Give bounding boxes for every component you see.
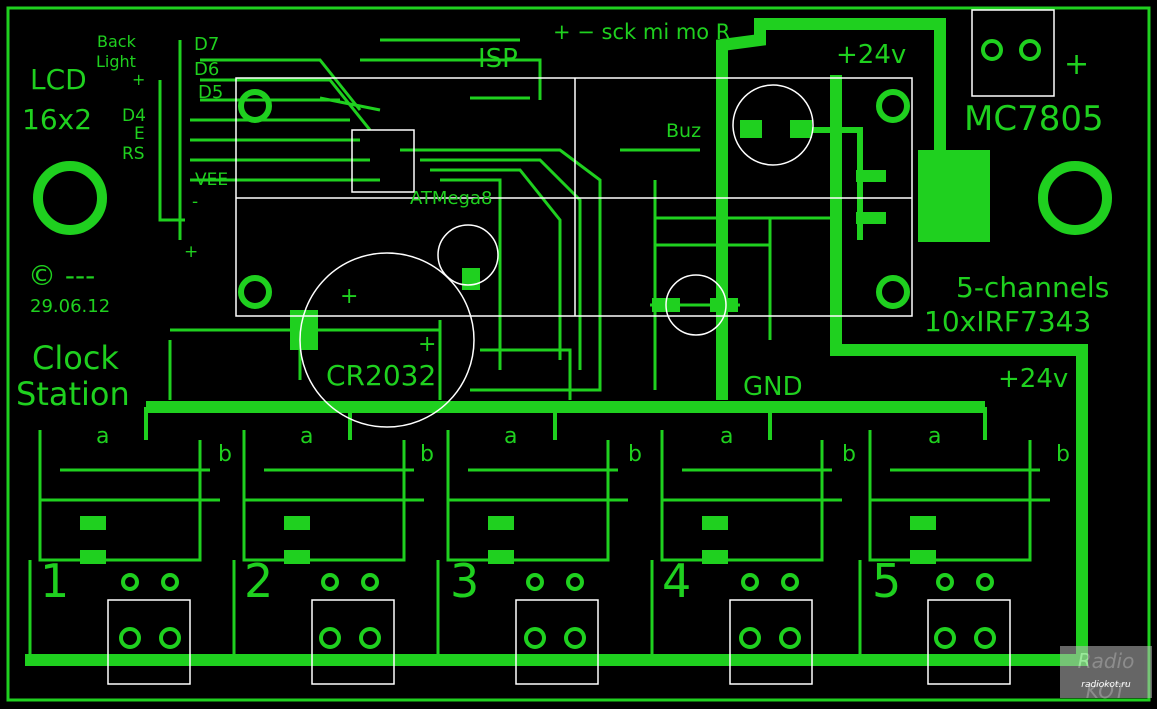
watermark-url: radiokot.ru xyxy=(1081,680,1131,690)
regulator-label: MC7805 xyxy=(964,99,1104,139)
mcu-label: ATMega8 xyxy=(410,188,493,209)
pin-d7-label: D7 xyxy=(194,34,220,55)
pin-minus-label: - xyxy=(192,192,199,212)
back-label: Back xyxy=(97,32,136,51)
pin-vee-label: VEE xyxy=(195,170,229,190)
channel-3-number: 3 xyxy=(450,554,480,608)
regulator-plus-label: + xyxy=(1064,47,1090,82)
mosfets-label: 10xIRF7343 xyxy=(924,305,1092,338)
channel-4-number: 4 xyxy=(662,554,692,608)
channel-5-b-label: b xyxy=(1056,442,1070,467)
channel-1-a-label: a xyxy=(96,424,110,449)
pin-d6-label: D6 xyxy=(194,59,220,80)
channel-2-number: 2 xyxy=(244,554,274,608)
pin-plus-label: + xyxy=(184,242,199,262)
pin-e-label: E xyxy=(134,124,145,144)
channel-4-b-label: b xyxy=(842,442,856,467)
lcd-size-label: 16x2 xyxy=(22,103,93,136)
pin-d4-label: D4 xyxy=(122,106,146,126)
battery-label: CR2032 xyxy=(326,359,437,392)
capacitor-plus-label: + xyxy=(340,284,359,309)
lcd-label: LCD xyxy=(30,63,87,96)
copyright-label: © --- xyxy=(28,259,96,292)
channel-5-a-label: a xyxy=(928,424,942,449)
channel-2-a-label: a xyxy=(300,424,314,449)
watermark-logo: Radio KOT xyxy=(1060,646,1152,703)
channel-2-b-label: b xyxy=(420,442,434,467)
v24-right-label: +24v xyxy=(998,364,1069,394)
pin-rs-label: RS xyxy=(122,144,145,164)
channel-4-a-label: a xyxy=(720,424,734,449)
channel-5-number: 5 xyxy=(872,554,902,608)
cr2032-outline xyxy=(299,252,475,428)
gnd-label: GND xyxy=(743,372,803,402)
channel-3-a-label: a xyxy=(504,424,518,449)
name-line1: Clock xyxy=(32,339,119,377)
buzzer-label: Buz xyxy=(666,120,702,142)
date-label: 29.06.12 xyxy=(30,296,111,317)
board-outline xyxy=(6,6,1151,702)
channel-1-b-label: b xyxy=(218,442,232,467)
battery-plus-label: + xyxy=(418,332,437,357)
v24-top-label: +24v xyxy=(836,40,907,70)
channel-1-number: 1 xyxy=(40,554,70,608)
isp-signals-label: + − sck mi mo R xyxy=(553,20,731,44)
isp-label: ISP xyxy=(478,44,518,74)
name-line2: Station xyxy=(16,375,130,413)
pin-d5-label: D5 xyxy=(198,82,224,103)
backlight-plus-label: + xyxy=(132,70,146,89)
light-label: Light xyxy=(96,52,136,71)
channels-label: 5-channels xyxy=(956,271,1110,304)
channel-3-b-label: b xyxy=(628,442,642,467)
